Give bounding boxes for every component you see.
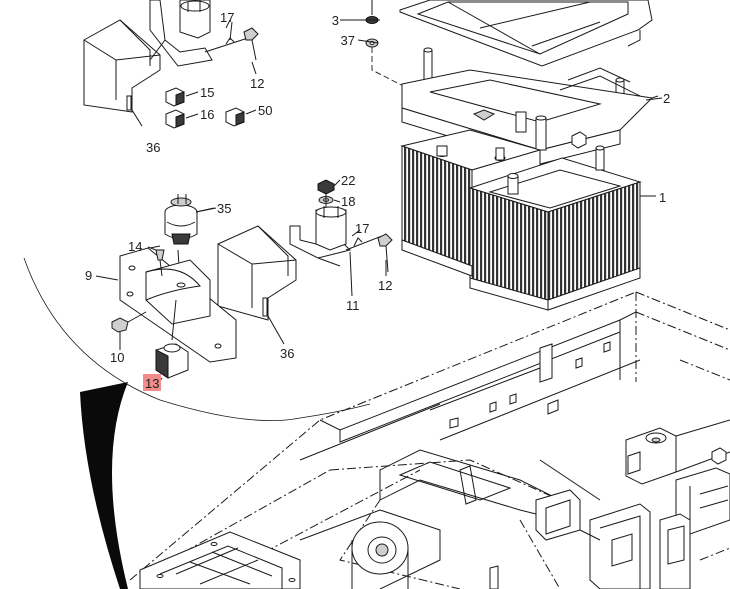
callout-1: 1 bbox=[659, 190, 666, 205]
callout-13: 13 bbox=[145, 376, 159, 391]
callout-12-mid: 12 bbox=[378, 278, 392, 293]
callout-18: 18 bbox=[341, 194, 355, 209]
relay-assembly-top bbox=[83, 0, 259, 129]
callout-3: 3 bbox=[332, 13, 339, 28]
callout-22: 22 bbox=[341, 173, 355, 188]
callout-14: 14 bbox=[128, 239, 142, 254]
detail-callout bbox=[23, 257, 371, 589]
callout-labels: 3 37 17 12 15 16 50 36 2 1 22 18 35 14 9… bbox=[85, 10, 670, 391]
callout-37: 37 bbox=[341, 33, 355, 48]
callout-arrow-icon bbox=[80, 382, 128, 589]
relay-assembly-middle bbox=[95, 179, 393, 385]
chassis-frame bbox=[129, 291, 730, 589]
leader-lines bbox=[119, 19, 663, 385]
callout-17-top: 17 bbox=[220, 10, 234, 25]
callout-11: 11 bbox=[346, 298, 360, 313]
callout-9: 9 bbox=[85, 268, 92, 283]
highlight-box-13 bbox=[143, 374, 161, 391]
callout-17-mid: 17 bbox=[355, 221, 369, 236]
callout-15: 15 bbox=[200, 85, 214, 100]
tray-and-washers bbox=[365, 0, 659, 165]
batteries bbox=[400, 129, 656, 311]
callout-35: 35 bbox=[217, 201, 231, 216]
callout-10: 10 bbox=[110, 350, 124, 365]
callout-50: 50 bbox=[258, 103, 272, 118]
callout-2: 2 bbox=[663, 91, 670, 106]
callout-36-top: 36 bbox=[146, 140, 160, 155]
callout-12-top: 12 bbox=[250, 76, 264, 91]
callout-36-mid: 36 bbox=[280, 346, 294, 361]
callout-16: 16 bbox=[200, 107, 214, 122]
